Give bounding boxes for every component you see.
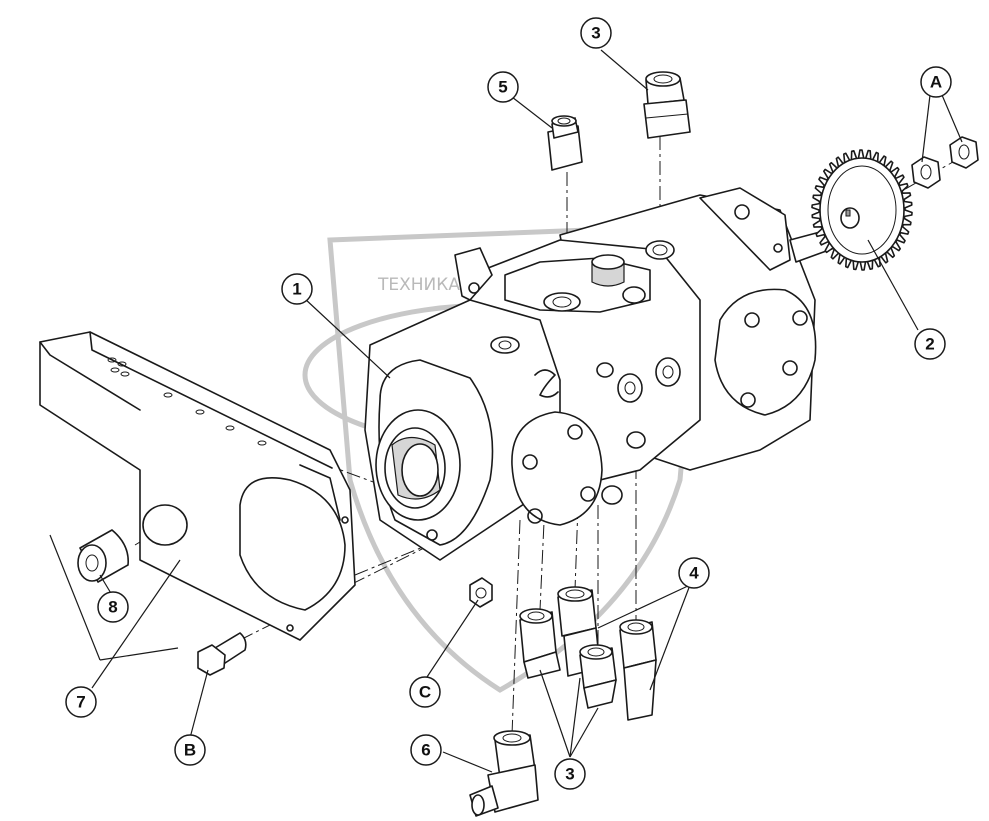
svg-text:7: 7 — [76, 693, 85, 712]
fitting-3-top — [643, 71, 691, 139]
svg-text:1: 1 — [292, 280, 301, 299]
callout-8: 8 — [97, 591, 129, 623]
svg-text:8: 8 — [108, 598, 117, 617]
callout-B: B — [174, 734, 206, 766]
fitting-5 — [547, 115, 583, 171]
svg-text:3: 3 — [591, 24, 600, 43]
callout-3-bottom: 3 — [554, 758, 586, 790]
bottom-fittings — [519, 586, 657, 721]
drive-gear — [811, 149, 913, 271]
svg-text:B: B — [184, 741, 196, 760]
bracket-slots — [107, 357, 267, 446]
svg-text:4: 4 — [689, 564, 699, 583]
svg-text:5: 5 — [498, 78, 507, 97]
svg-text:2: 2 — [925, 335, 934, 354]
callout-3-top: 3 — [580, 17, 612, 49]
svg-text:A: A — [930, 73, 942, 92]
spacer-bushing — [77, 529, 129, 583]
svg-text:C: C — [419, 683, 431, 702]
leader-lines — [49, 49, 963, 773]
svg-text:6: 6 — [421, 741, 430, 760]
callout-5: 5 — [487, 71, 519, 103]
svg-text:3: 3 — [565, 765, 574, 784]
callout-1: 1 — [281, 273, 313, 305]
gear-nuts — [911, 136, 979, 189]
callout-4: 4 — [678, 557, 710, 589]
callout-A: A — [920, 66, 952, 98]
callout-2: 2 — [914, 328, 946, 360]
callout-7: 7 — [65, 686, 97, 718]
elbow-fitting-6 — [469, 730, 539, 817]
bracket-bolt — [197, 632, 247, 676]
callout-C: C — [409, 676, 441, 708]
callout-6: 6 — [410, 734, 442, 766]
pump-assembly — [364, 187, 841, 608]
mounting-bracket — [39, 331, 356, 641]
